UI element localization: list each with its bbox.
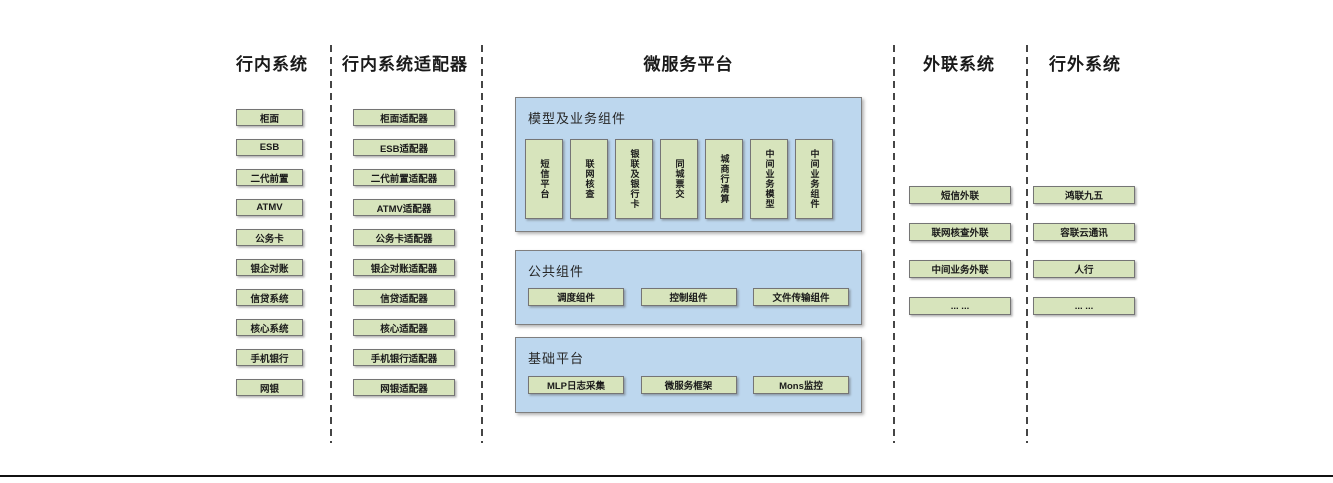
adapter-box: 网银适配器 [353, 379, 455, 396]
outside-system-box: 容联云通讯 [1033, 223, 1135, 241]
panel-base-platform: 基础平台 MLP日志采集微服务框架 Mons监控 [515, 337, 862, 413]
adapter-box: 核心适配器 [353, 319, 455, 336]
model-component-box: 中间业务组件 [795, 139, 833, 219]
header-microservice-platform: 微服务平台 [643, 55, 734, 74]
internal-adapters-list: 柜面适配器 ESB适配器二代前置适配器 ATMV适配器公务卡适配器银企对账适配器信贷… [353, 109, 455, 396]
base-platform-box: 微服务框架 [640, 376, 737, 394]
model-component-box: 银联及银行卡 [615, 139, 653, 219]
internal-systems-list: 柜面 ESB 二代前置 ATMV 公务卡银企对账信贷系统核心系统手机银行网银 [236, 109, 303, 396]
common-component-box: 控制组件 [640, 288, 737, 306]
internal-system-box: ATMV [236, 199, 303, 216]
common-component-box: 文件传输组件 [753, 288, 849, 306]
header-internal-adapters: 行内系统适配器 [342, 55, 468, 74]
common-component-box: 调度组件 [528, 288, 624, 306]
base-platform-box: MLP日志采集 [528, 376, 624, 394]
model-component-box: 中间业务模型 [750, 139, 788, 219]
external-link-systems-list: 短信外联联网核查外联中间业务外联 ... ... [909, 186, 1011, 315]
adapter-box: 柜面适配器 [353, 109, 455, 126]
internal-system-box: 二代前置 [236, 169, 303, 186]
model-component-box: 联网核查 [570, 139, 608, 219]
model-components-list: 短信平台联网核查银联及银行卡同城票交城商行清算中间业务模型中间业务组件 [525, 139, 833, 219]
common-components-list: 调度组件控制组件文件传输组件 [516, 288, 861, 306]
dashed-divider-3 [893, 45, 895, 443]
model-component-box: 短信平台 [525, 139, 563, 219]
header-outside-systems: 行外系统 [1049, 55, 1121, 74]
adapter-box: ESB适配器 [353, 139, 455, 156]
external-link-box: ... ... [909, 297, 1011, 315]
internal-system-box: ESB [236, 139, 303, 156]
panel-common-components: 公共组件 调度组件控制组件文件传输组件 [515, 250, 862, 325]
bottom-rule [0, 475, 1333, 477]
outside-system-box: 鸿联九五 [1033, 186, 1135, 204]
internal-system-box: 信贷系统 [236, 289, 303, 306]
internal-system-box: 手机银行 [236, 349, 303, 366]
external-link-box: 中间业务外联 [909, 260, 1011, 278]
adapter-box: 手机银行适配器 [353, 349, 455, 366]
internal-system-box: 公务卡 [236, 229, 303, 246]
outside-system-box: ... ... [1033, 297, 1135, 315]
adapter-box: 二代前置适配器 [353, 169, 455, 186]
panel-model-business-components: 模型及业务组件 短信平台联网核查银联及银行卡同城票交城商行清算中间业务模型中间业… [515, 97, 862, 232]
dashed-divider-4 [1026, 45, 1028, 443]
adapter-box: 公务卡适配器 [353, 229, 455, 246]
model-component-box: 城商行清算 [705, 139, 743, 219]
header-internal-systems: 行内系统 [236, 55, 308, 74]
outside-systems-list: 鸿联九五容联云通讯人行 ... ... [1033, 186, 1135, 315]
base-platform-box: Mons监控 [753, 376, 849, 394]
internal-system-box: 银企对账 [236, 259, 303, 276]
external-link-box: 联网核查外联 [909, 223, 1011, 241]
internal-system-box: 核心系统 [236, 319, 303, 336]
adapter-box: ATMV适配器 [353, 199, 455, 216]
dashed-divider-1 [330, 45, 332, 443]
dashed-divider-2 [481, 45, 483, 443]
header-external-link-systems: 外联系统 [923, 55, 995, 74]
adapter-box: 信贷适配器 [353, 289, 455, 306]
external-link-box: 短信外联 [909, 186, 1011, 204]
adapter-box: 银企对账适配器 [353, 259, 455, 276]
panel-base-title: 基础平台 [528, 351, 585, 366]
outside-system-box: 人行 [1033, 260, 1135, 278]
internal-system-box: 网银 [236, 379, 303, 396]
panel-common-title: 公共组件 [528, 264, 585, 279]
internal-system-box: 柜面 [236, 109, 303, 126]
base-platform-list: MLP日志采集微服务框架 Mons监控 [516, 376, 861, 394]
panel-model-title: 模型及业务组件 [528, 111, 627, 126]
model-component-box: 同城票交 [660, 139, 698, 219]
